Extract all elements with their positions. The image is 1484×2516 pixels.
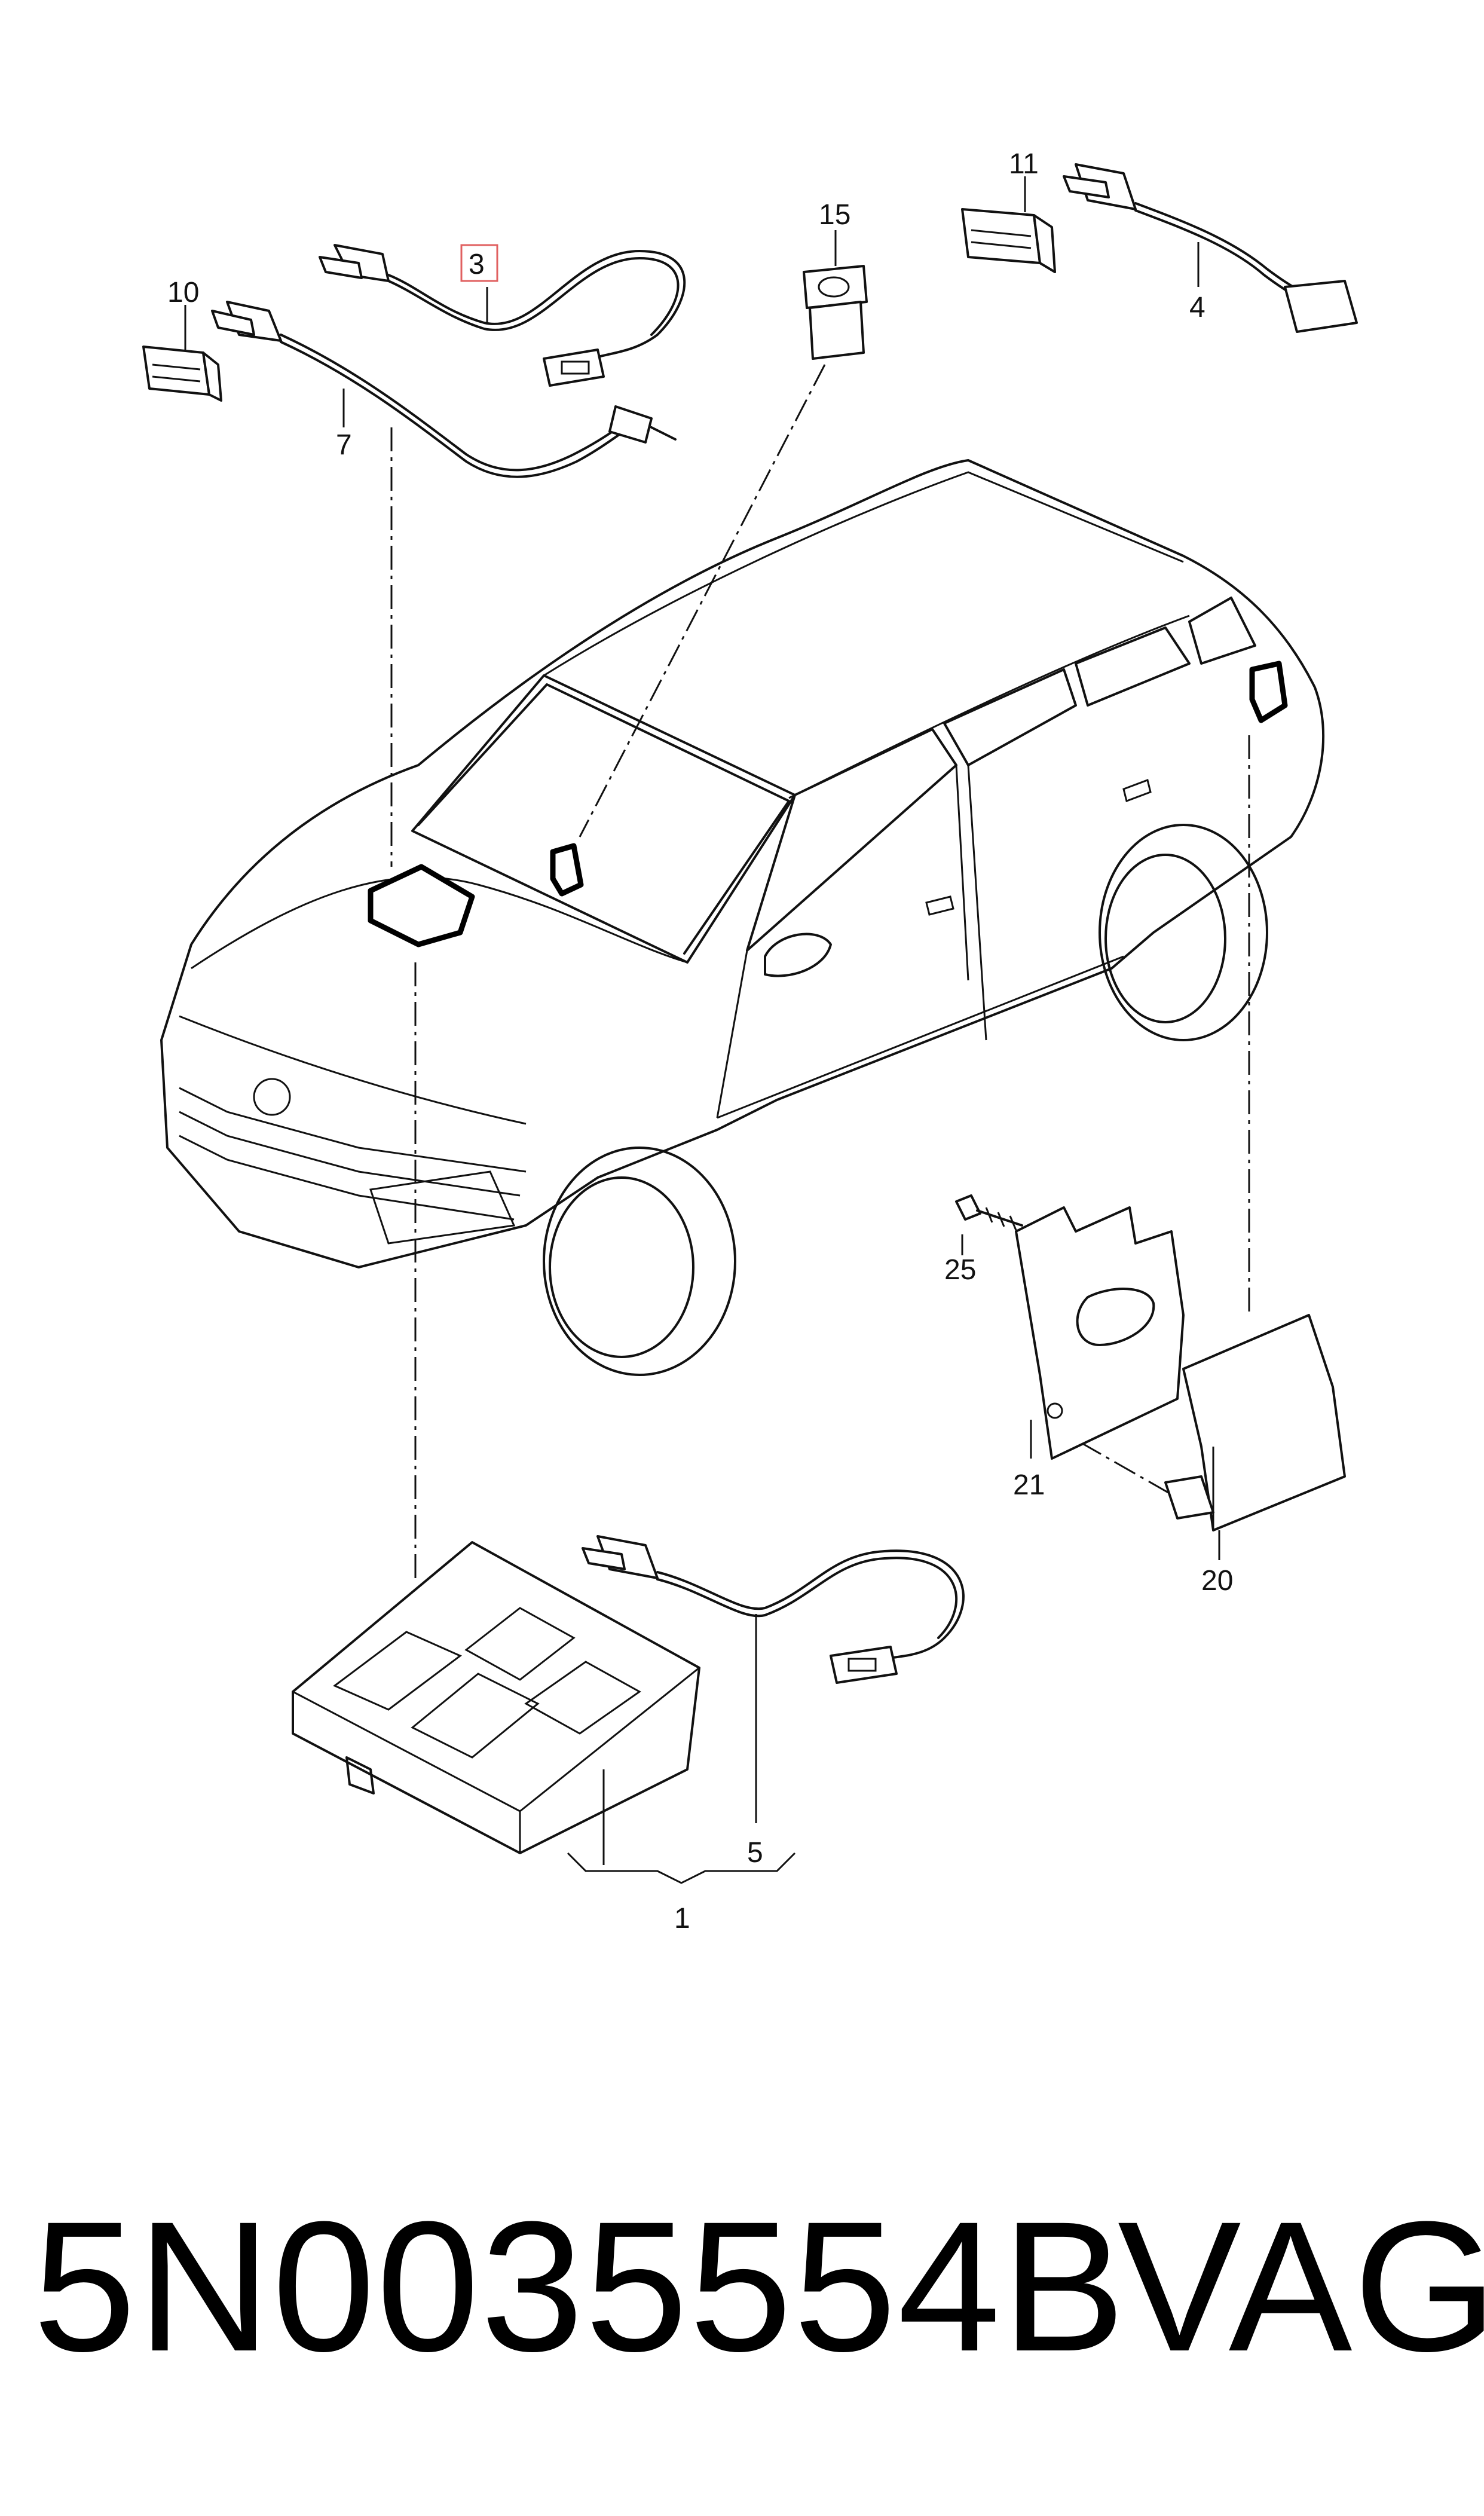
connector-10	[142, 346, 222, 402]
main-unit-1	[292, 1541, 700, 1854]
label-leaders	[184, 176, 1220, 1884]
callout-5: 5	[747, 1837, 763, 1869]
leader-lines	[390, 364, 1250, 1584]
callout-3: 3	[469, 249, 485, 280]
cable-3	[319, 244, 686, 387]
callout-20: 20	[1201, 1565, 1233, 1597]
part-number: 5N0035554B	[33, 2182, 1127, 2390]
marker-center-console	[368, 864, 475, 947]
bolt-25	[955, 1194, 1023, 1231]
callout-3-highlight	[460, 244, 498, 282]
marker-windshield	[550, 843, 584, 897]
bracket-21	[1015, 1206, 1185, 1460]
parts-diagram: 3 7 10 11 4 15 25 21 20 5 1	[142, 148, 1358, 1934]
callout-11: 11	[1009, 148, 1039, 180]
cable-5	[582, 1535, 965, 1684]
callout-1: 1	[674, 1903, 690, 1934]
cable-7	[211, 301, 677, 478]
cable-4	[1063, 163, 1358, 333]
switch-15	[803, 265, 868, 360]
connector-11	[961, 208, 1056, 273]
callout-4: 4	[1189, 292, 1205, 323]
control-module-20	[1164, 1314, 1346, 1531]
brand-label: VAG	[1118, 2182, 1484, 2390]
callout-21: 21	[1013, 1469, 1045, 1501]
vehicle-illustration	[160, 459, 1325, 1376]
callout-7: 7	[336, 429, 352, 461]
callout-10: 10	[167, 277, 199, 308]
callout-15: 15	[819, 199, 850, 231]
marker-rear	[1249, 661, 1288, 723]
callout-25: 25	[944, 1254, 976, 1286]
location-markers	[368, 661, 1288, 947]
